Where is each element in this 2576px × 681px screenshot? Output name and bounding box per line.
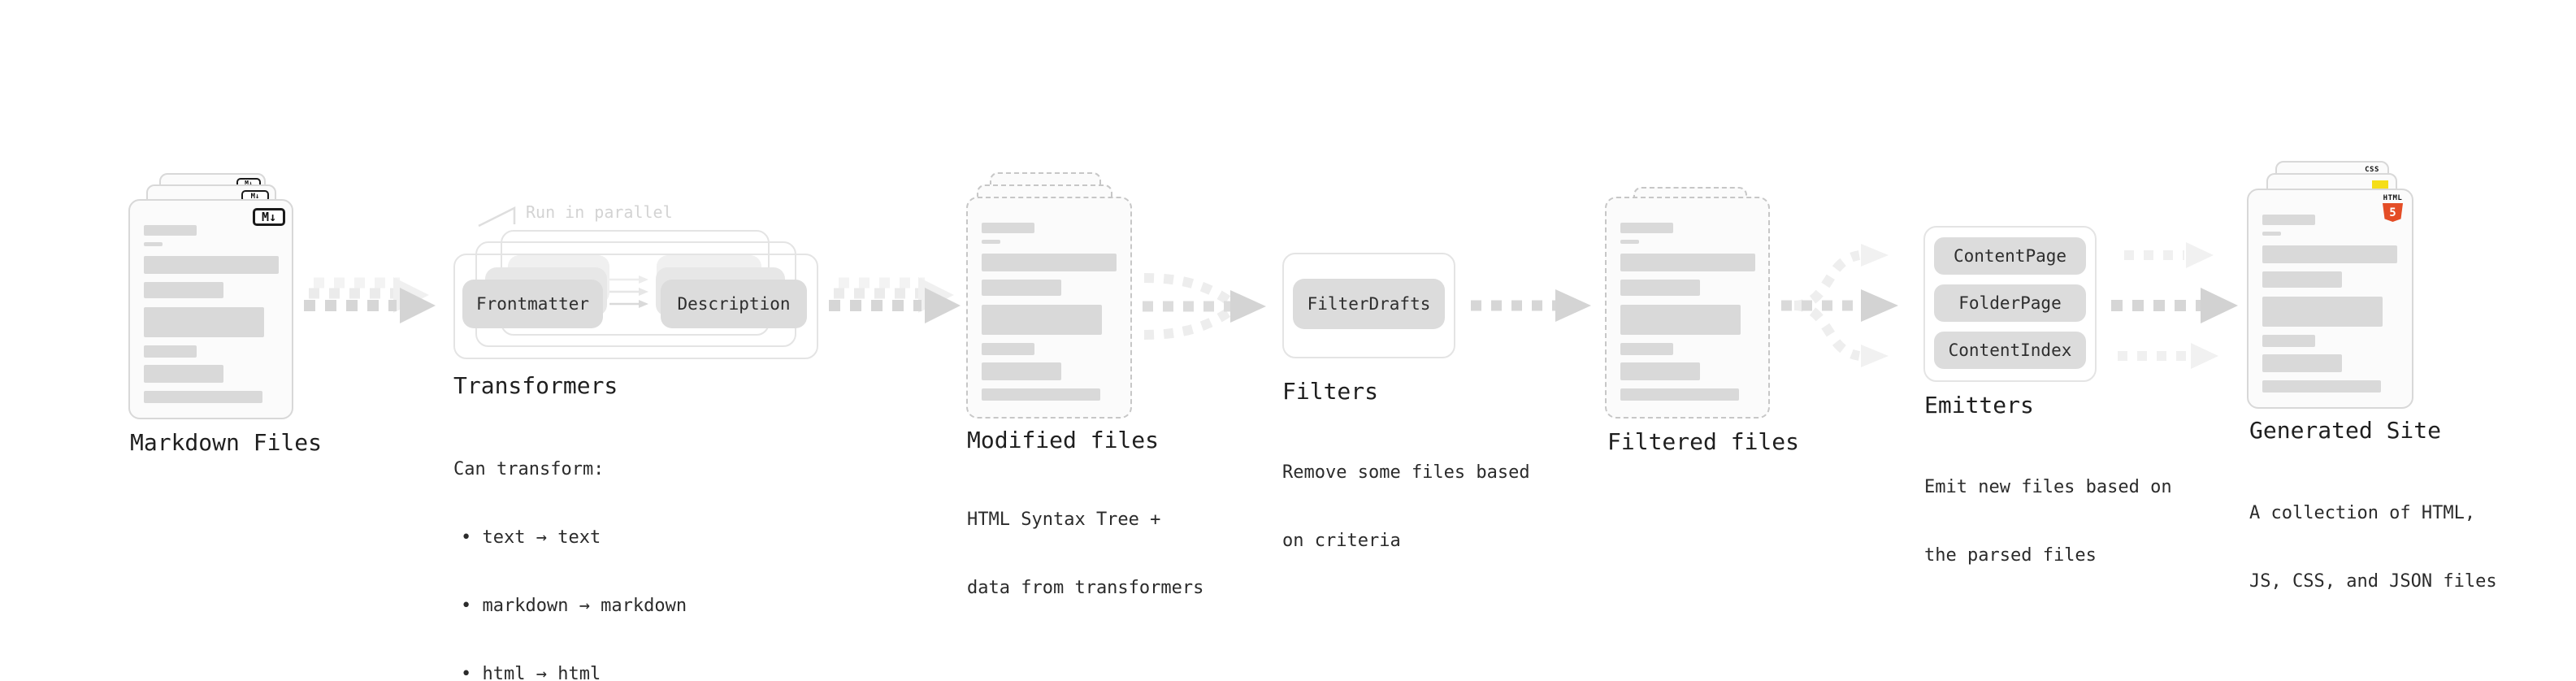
caption-line: data from transformers bbox=[967, 578, 1204, 598]
transformer-box-frontmatter: Frontmatter bbox=[462, 280, 603, 328]
caption-line: Emit new files based on bbox=[1924, 477, 2172, 497]
text-line-bar bbox=[144, 282, 223, 298]
emitter-box-folderpage: FolderPage bbox=[1934, 284, 2086, 322]
emitter-box-contentindex: ContentIndex bbox=[1934, 332, 2086, 369]
flow-arrow-filtered-to-emitters bbox=[1781, 244, 1898, 367]
transformers-frame-front bbox=[453, 254, 818, 359]
markdown-icon: M↓ bbox=[253, 208, 285, 226]
text-line-bar bbox=[144, 365, 223, 383]
caption-line: Remove some files based bbox=[1282, 462, 1530, 483]
text-line-bar bbox=[1620, 254, 1755, 271]
caption-line: the parsed files bbox=[1924, 545, 2097, 566]
text-line-bar bbox=[2262, 354, 2342, 372]
caption-line: HTML Syntax Tree + bbox=[967, 510, 1161, 530]
text-line-bar bbox=[1620, 362, 1700, 380]
text-line-bar bbox=[982, 280, 1061, 296]
parallel-step-arrows bbox=[609, 275, 648, 308]
flow-arrow-filters-to-filtered bbox=[1471, 289, 1591, 322]
text-line-bar bbox=[982, 223, 1034, 233]
text-line-bar bbox=[982, 254, 1117, 271]
text-line-bar bbox=[1620, 240, 1639, 244]
transformer-box-description: Description bbox=[661, 280, 807, 328]
run-in-parallel-note: Run in parallel bbox=[526, 202, 673, 222]
text-line-bar bbox=[1620, 343, 1673, 355]
emitters-frame bbox=[1923, 226, 2097, 382]
text-line-bar bbox=[2262, 232, 2281, 236]
filters-caption: Remove some files based on criteria bbox=[1282, 416, 1530, 598]
text-line-bar bbox=[982, 343, 1034, 355]
text-line-bar bbox=[982, 388, 1100, 401]
text-line-bar bbox=[144, 225, 197, 236]
markdown-file-card-front: M↓ bbox=[128, 199, 293, 419]
text-line-bar bbox=[982, 305, 1102, 335]
text-line-bar bbox=[1620, 388, 1739, 401]
caption-line: A collection of HTML, bbox=[2249, 503, 2476, 523]
filter-box-filterdrafts: FilterDrafts bbox=[1293, 279, 1445, 329]
text-line-bar bbox=[1620, 223, 1673, 233]
text-line-bar bbox=[144, 391, 262, 403]
flow-arrow-markdown-to-transformers bbox=[304, 277, 436, 323]
text-line-bar bbox=[144, 242, 163, 246]
css-logo-label: CSS bbox=[2365, 166, 2379, 174]
text-line-bar bbox=[982, 240, 1000, 244]
html5-logo-number: 5 bbox=[2389, 206, 2396, 219]
html5-logo-word: HTML bbox=[2383, 194, 2403, 202]
modified-files-caption: HTML Syntax Tree + data from transformer… bbox=[967, 463, 1203, 645]
section-title-filtered-files: Filtered files bbox=[1607, 428, 1800, 455]
transformers-caption: Can transform: • text → text • markdown … bbox=[453, 413, 687, 681]
flow-arrow-transformers-to-modified bbox=[829, 277, 961, 323]
section-title-modified-files: Modified files bbox=[967, 427, 1160, 453]
note-callout-line bbox=[478, 206, 516, 228]
text-line-bar bbox=[2262, 215, 2315, 225]
flow-arrow-emitters-to-site bbox=[2111, 242, 2238, 369]
text-line-bar bbox=[2262, 297, 2383, 327]
text-line-bar bbox=[1620, 280, 1700, 296]
caption-line: Can transform: bbox=[453, 459, 605, 479]
js-file-badge bbox=[2372, 180, 2388, 190]
filters-frame bbox=[1282, 253, 1455, 358]
text-line-bar bbox=[2262, 335, 2315, 347]
text-line-bar bbox=[144, 307, 264, 337]
emitters-caption: Emit new files based on the parsed files bbox=[1924, 431, 2172, 613]
emitter-box-contentpage: ContentPage bbox=[1934, 237, 2086, 275]
section-title-emitters: Emitters bbox=[1924, 392, 2034, 419]
document-text-lines bbox=[982, 223, 1117, 401]
modified-file-card-front bbox=[966, 197, 1132, 419]
document-text-lines bbox=[1620, 223, 1755, 401]
generated-site-caption: A collection of HTML, JS, CSS, and JSON … bbox=[2249, 457, 2497, 639]
text-line-bar bbox=[2262, 380, 2381, 393]
caption-bullet: • text → text bbox=[461, 527, 601, 548]
flow-arrow-modified-to-filters bbox=[1143, 273, 1266, 340]
text-line-bar bbox=[1620, 305, 1741, 335]
section-title-markdown-files: Markdown Files bbox=[130, 429, 323, 456]
text-line-bar bbox=[144, 345, 197, 358]
section-title-generated-site: Generated Site bbox=[2249, 417, 2442, 444]
text-line-bar bbox=[982, 362, 1061, 380]
text-line-bar bbox=[2262, 271, 2342, 288]
html5-logo: HTML 5 bbox=[2383, 194, 2403, 222]
text-line-bar bbox=[144, 256, 279, 274]
site-file-card-html: HTML 5 bbox=[2247, 189, 2413, 409]
filtered-file-card-front bbox=[1605, 197, 1770, 419]
section-title-filters: Filters bbox=[1282, 378, 1379, 405]
caption-bullet: • markdown → markdown bbox=[461, 596, 687, 616]
document-text-lines bbox=[2262, 215, 2397, 393]
caption-bullet: • html → html bbox=[461, 664, 601, 681]
document-text-lines bbox=[144, 225, 279, 403]
section-title-transformers: Transformers bbox=[453, 372, 618, 399]
text-line-bar bbox=[2262, 245, 2397, 263]
caption-line: on criteria bbox=[1282, 531, 1401, 551]
caption-line: JS, CSS, and JSON files bbox=[2249, 571, 2497, 592]
html5-logo-shield: 5 bbox=[2383, 203, 2403, 222]
